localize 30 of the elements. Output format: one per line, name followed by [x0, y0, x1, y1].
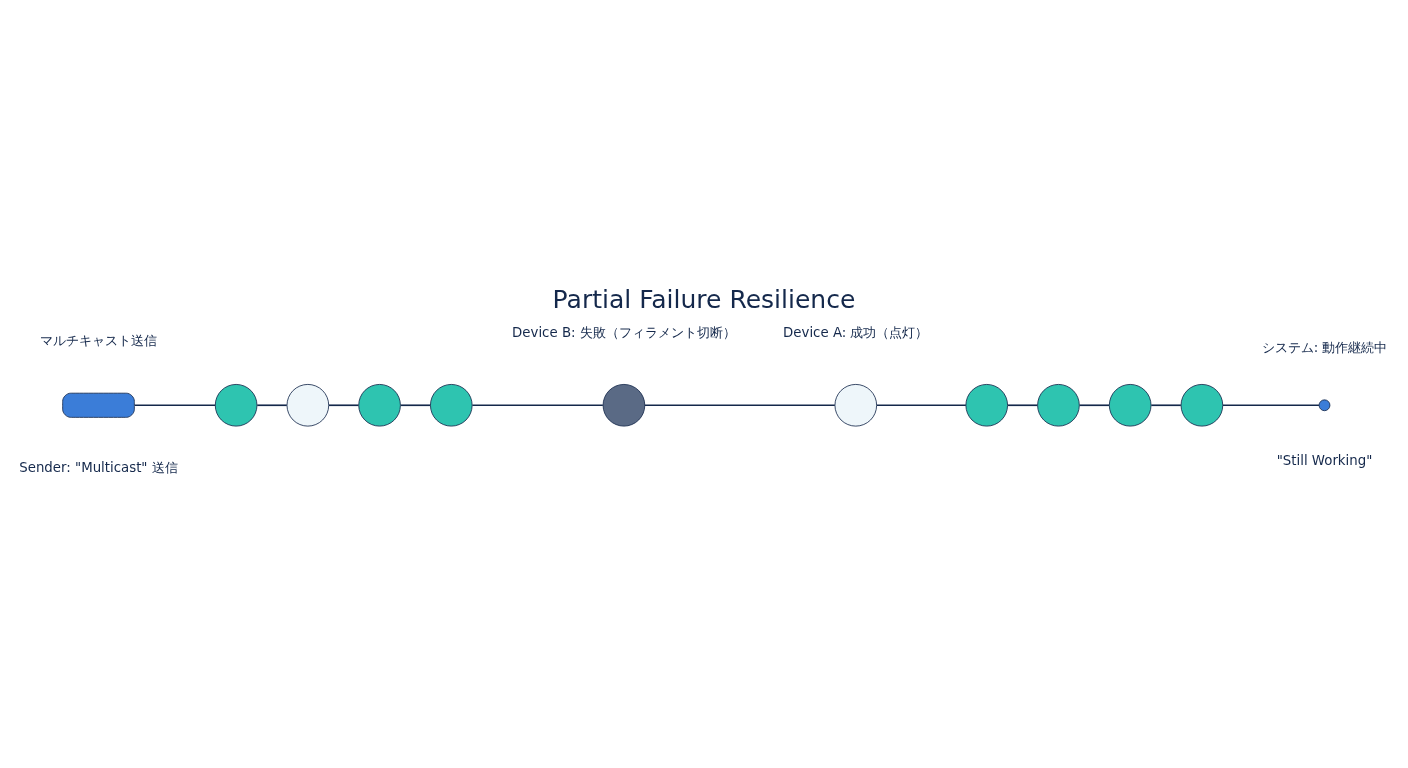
connector [1222, 404, 1320, 407]
node-label: Device B: 失敗（フィラメント切断） [512, 324, 736, 340]
node-circle [214, 384, 258, 427]
connector [133, 404, 217, 407]
node-label: システム: 動作継続中 [1261, 339, 1388, 355]
connector [328, 404, 360, 407]
node-label: マルチキャスト送信 [40, 333, 158, 349]
connector [399, 404, 432, 407]
node-circle [1318, 399, 1331, 412]
diagram-title: Partial Failure Resilience [552, 284, 856, 314]
connector [876, 404, 967, 407]
node-label: "Still Working" [1276, 453, 1373, 469]
connector [1007, 404, 1039, 407]
connector [1078, 404, 1110, 407]
node-label: Device A: 成功（点灯） [783, 324, 929, 340]
node-circle [1180, 384, 1224, 427]
node-circle [358, 384, 401, 427]
node-circle [602, 384, 646, 427]
node-circle [965, 384, 1008, 427]
connector [643, 404, 836, 407]
node-label: Sender: "Multicast" 送信 [19, 459, 178, 475]
connector [1150, 404, 1182, 407]
node-circle [834, 384, 878, 427]
node-circle [430, 384, 473, 427]
connector [471, 404, 604, 407]
node-box [62, 392, 135, 418]
connector [256, 404, 288, 407]
node-circle [1108, 384, 1152, 427]
node-circle [286, 384, 330, 427]
node-circle [1037, 384, 1080, 427]
